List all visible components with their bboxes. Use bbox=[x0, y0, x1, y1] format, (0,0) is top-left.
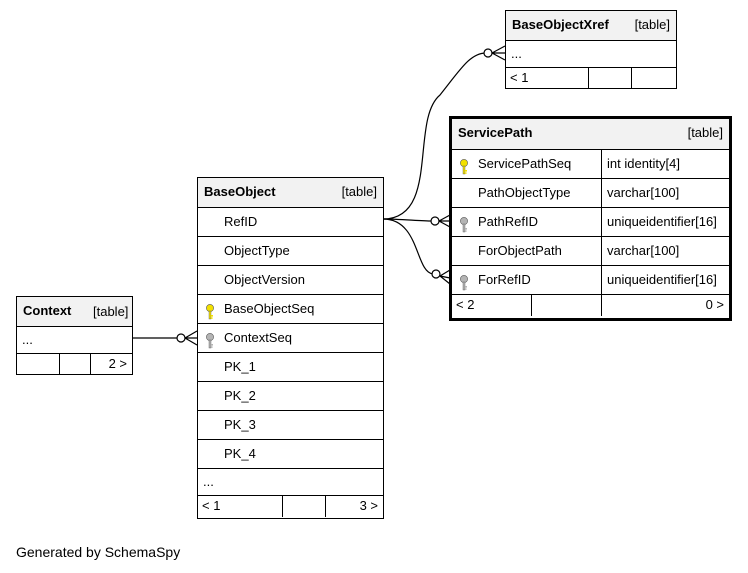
table-header: ServicePath [table] bbox=[452, 119, 729, 150]
column-row[interactable]: PathObjectType varchar[100] bbox=[452, 179, 729, 208]
column-row[interactable]: BaseObjectSeq bbox=[198, 295, 383, 324]
column-datatype: varchar[100] bbox=[601, 237, 679, 265]
optional-marker bbox=[430, 216, 440, 226]
column-row[interactable]: ObjectVersion bbox=[198, 266, 383, 295]
table-name: Context bbox=[23, 303, 72, 318]
column-name: ForObjectPath bbox=[478, 243, 562, 258]
table-type: [table] bbox=[634, 17, 670, 32]
table-header: BaseObjectXref [table] bbox=[506, 11, 676, 41]
foreign-key-icon bbox=[459, 215, 469, 233]
more-columns: ... bbox=[506, 41, 676, 68]
column-datatype: varchar[100] bbox=[601, 179, 679, 207]
column-row[interactable]: ContextSeq bbox=[198, 324, 383, 353]
parent-count bbox=[17, 354, 21, 375]
crowfoot-marker bbox=[184, 330, 198, 346]
column-row[interactable]: PK_2 bbox=[198, 382, 383, 411]
column-row[interactable]: PK_4 bbox=[198, 440, 383, 469]
child-count: 2 > bbox=[108, 356, 127, 371]
optional-marker bbox=[431, 269, 441, 279]
table-servicepath[interactable]: ServicePath [table] ServicePathSeq int id… bbox=[449, 116, 732, 321]
column-name: PK_1 bbox=[224, 359, 256, 374]
column-name: ObjectVersion bbox=[224, 272, 305, 287]
foreign-key-icon bbox=[459, 273, 469, 291]
table-footer: 2 > bbox=[17, 354, 132, 375]
parent-count: < 1 bbox=[202, 498, 221, 513]
table-context[interactable]: Context [table] ... 2 > bbox=[16, 296, 133, 375]
column-name: ForRefID bbox=[478, 272, 531, 287]
column-datatype: int identity[4] bbox=[601, 150, 680, 178]
column-name: PK_3 bbox=[224, 417, 256, 432]
crowfoot-marker bbox=[438, 214, 451, 228]
column-name: PK_4 bbox=[224, 446, 256, 461]
table-name: BaseObject bbox=[204, 184, 276, 199]
optional-marker bbox=[176, 333, 186, 343]
foreign-key-icon bbox=[205, 331, 215, 349]
primary-key-icon bbox=[205, 302, 215, 320]
table-name: BaseObjectXref bbox=[512, 17, 609, 32]
parent-count: < 2 bbox=[456, 297, 475, 312]
table-footer: < 1 bbox=[506, 68, 676, 89]
column-row[interactable]: ForObjectPath varchar[100] bbox=[452, 237, 729, 266]
table-type: [table] bbox=[341, 184, 377, 199]
column-name: BaseObjectSeq bbox=[224, 301, 315, 316]
column-datatype: uniqueidentifier[16] bbox=[601, 208, 717, 236]
column-row[interactable]: ServicePathSeq int identity[4] bbox=[452, 150, 729, 179]
child-count: 3 > bbox=[359, 498, 378, 513]
column-row[interactable]: PathRefID uniqueidentifier[16] bbox=[452, 208, 729, 237]
column-name: ContextSeq bbox=[224, 330, 292, 345]
parent-count: < 1 bbox=[510, 70, 529, 85]
optional-marker bbox=[483, 48, 493, 58]
column-row[interactable]: PK_3 bbox=[198, 411, 383, 440]
table-baseobjectxref[interactable]: BaseObjectXref [table] ... < 1 bbox=[505, 10, 677, 89]
relation-baseobject-forrefid bbox=[382, 218, 434, 275]
column-datatype: uniqueidentifier[16] bbox=[601, 266, 717, 294]
table-header: BaseObject [table] bbox=[198, 178, 383, 208]
more-columns: ... bbox=[198, 469, 383, 496]
column-name: PK_2 bbox=[224, 388, 256, 403]
column-row[interactable]: PK_1 bbox=[198, 353, 383, 382]
table-footer: < 1 3 > bbox=[198, 496, 383, 517]
child-count bbox=[671, 68, 676, 89]
table-header: Context [table] bbox=[17, 297, 132, 327]
column-row[interactable]: ForRefID uniqueidentifier[16] bbox=[452, 266, 729, 295]
crowfoot-marker bbox=[439, 269, 451, 285]
primary-key-icon bbox=[459, 157, 469, 175]
generator-credit: Generated by SchemaSpy bbox=[16, 544, 181, 560]
column-name: ObjectType bbox=[224, 243, 290, 258]
column-name: RefID bbox=[224, 214, 258, 229]
column-name: PathObjectType bbox=[478, 185, 571, 200]
column-name: PathRefID bbox=[478, 214, 538, 229]
more-columns: ... bbox=[17, 327, 132, 354]
table-footer: < 2 0 > bbox=[452, 295, 729, 316]
table-name: ServicePath bbox=[458, 125, 533, 140]
column-row[interactable]: RefID bbox=[198, 208, 383, 237]
child-count: 0 > bbox=[705, 297, 724, 312]
table-type: [table] bbox=[93, 304, 129, 319]
column-row[interactable]: ObjectType bbox=[198, 237, 383, 266]
crowfoot-marker bbox=[491, 45, 506, 61]
table-type: [table] bbox=[687, 125, 723, 140]
column-name: ServicePathSeq bbox=[478, 156, 572, 171]
relation-baseobject-xref bbox=[382, 52, 487, 220]
